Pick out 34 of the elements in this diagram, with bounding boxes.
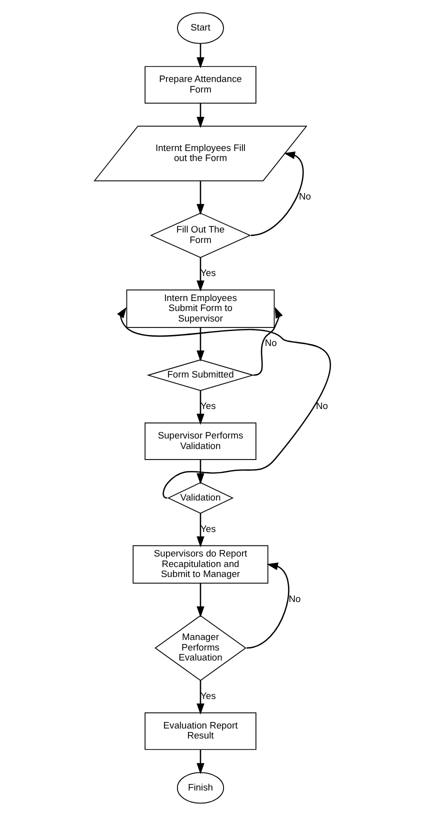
arrow	[246, 562, 289, 649]
arrow	[196, 583, 204, 618]
edge-label: Yes	[200, 268, 216, 278]
edge-label: No	[264, 338, 276, 348]
node-diamond: Form Submitted	[146, 359, 254, 391]
arrow	[196, 680, 204, 715]
node-box: Supervisors do Report Recapitulation and Submit to Manager	[132, 545, 268, 584]
arrow	[196, 514, 204, 548]
arrow	[196, 44, 204, 68]
arrow	[116, 307, 330, 498]
node-box: Evaluation Report Result	[144, 712, 256, 750]
arrow	[196, 460, 204, 484]
node-diamond: Manager Performs Evaluation	[154, 615, 246, 681]
edge-label: Yes	[200, 401, 216, 412]
node-diamond: Fill Out The Form	[149, 212, 250, 258]
edge-label: Yes	[200, 524, 216, 534]
node-ellipse: Finish	[176, 772, 224, 804]
edge-label: No	[288, 594, 300, 604]
arrow	[196, 390, 204, 425]
node-box: Prepare Attendance Form	[144, 66, 256, 104]
edge-label: No	[316, 401, 328, 412]
arrow	[196, 258, 204, 292]
arrow	[196, 328, 204, 362]
edge-label: No	[298, 191, 310, 202]
arrow	[252, 306, 282, 376]
node-diamond: Validation	[166, 482, 234, 514]
node-box: Intern Employees Submit Form to Supervisor	[126, 289, 274, 328]
arrow	[250, 151, 304, 236]
node-box: Supervisor Performs Validation	[144, 422, 256, 460]
arrow	[196, 103, 204, 128]
arrow	[196, 180, 204, 216]
arrow	[196, 750, 204, 774]
node-ellipse: Start	[176, 12, 224, 44]
edge-label: Yes	[200, 691, 216, 702]
